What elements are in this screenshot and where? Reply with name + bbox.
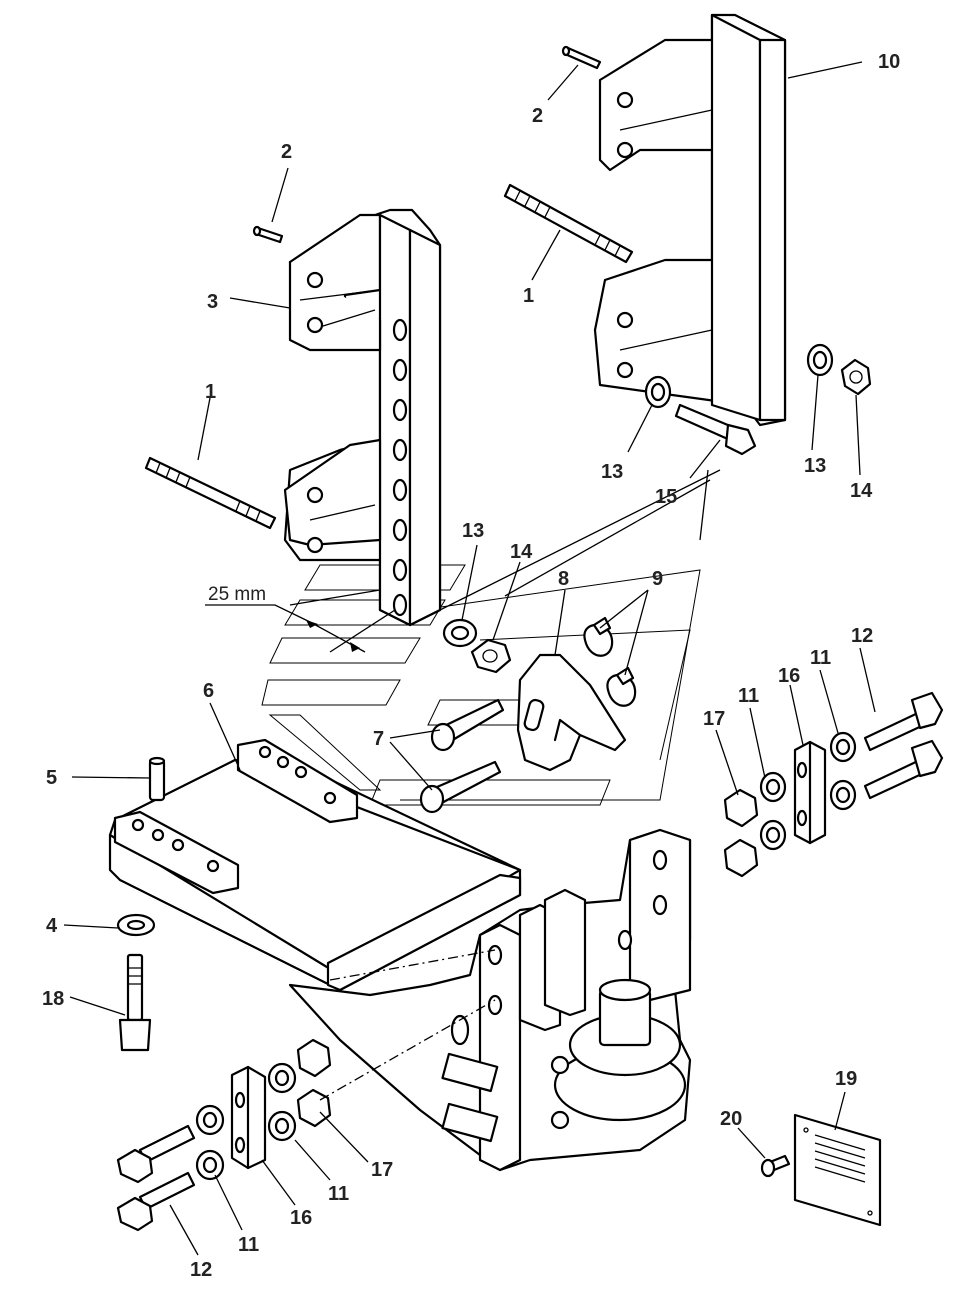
callout-9: 9 — [652, 568, 663, 590]
callout-20: 20 — [720, 1108, 742, 1130]
stud-left — [144, 456, 277, 530]
bolt-12-left-upper — [116, 1124, 196, 1184]
callout-16-left: 16 — [290, 1207, 312, 1229]
hitch-body — [288, 828, 692, 1172]
pin-7-lower — [419, 760, 502, 814]
callout-11-left-upper: 11 — [328, 1183, 349, 1205]
data-plate — [793, 1113, 882, 1227]
callout-17-right: 17 — [703, 708, 725, 730]
washer-13-right — [806, 343, 834, 377]
callout-5: 5 — [46, 767, 57, 789]
callout-18: 18 — [42, 988, 64, 1010]
callout-19: 19 — [835, 1068, 857, 1090]
washers-11-left — [195, 1062, 297, 1181]
spacer-16-left — [230, 1065, 267, 1170]
nut-14-mid — [470, 638, 512, 674]
dimension-label: 25 mm — [208, 584, 266, 605]
callout-17-left: 17 — [371, 1159, 393, 1181]
dimension-25mm: 25 mm — [205, 584, 396, 653]
bolt-upper — [674, 403, 757, 456]
callout-2-left: 2 — [281, 141, 292, 163]
callout-4: 4 — [46, 915, 58, 937]
stud-right — [503, 183, 634, 264]
callout-11-left-lower: 11 — [238, 1234, 259, 1256]
bolt-18 — [118, 953, 152, 1052]
leader-lines — [63, 61, 876, 1256]
callout-13-right: 13 — [804, 455, 826, 477]
callout-11-right-upper: 11 — [810, 647, 831, 669]
spacer-16-right — [793, 740, 827, 845]
washer-13-upper — [644, 375, 672, 409]
washer-13-mid — [442, 618, 478, 648]
bolt-12-right-upper — [863, 691, 944, 752]
callout-15: 15 — [655, 486, 677, 508]
callout-6: 6 — [203, 680, 214, 702]
callout-3: 3 — [207, 291, 218, 313]
mounting-plate — [108, 738, 522, 992]
assembly-lines — [319, 469, 721, 1101]
callout-12-right: 12 — [851, 625, 873, 647]
clip-lower — [606, 666, 637, 707]
washer-4 — [116, 913, 156, 937]
bolt-12-right-lower — [863, 739, 944, 800]
clip-upper — [583, 616, 614, 657]
hook-plate — [516, 653, 627, 772]
callout-8: 8 — [558, 568, 569, 590]
callout-16-right: 16 — [778, 665, 800, 687]
bolt-12-left-lower — [116, 1171, 196, 1232]
callout-13-mid: 13 — [462, 520, 484, 542]
callout-10: 10 — [878, 51, 900, 73]
callout-14-right: 14 — [850, 480, 873, 502]
washers-11-right — [759, 731, 857, 851]
nut-14-right — [840, 358, 872, 396]
pin-upper-left — [252, 225, 284, 244]
callout-labels: 2 3 1 2 10 1 13 15 13 14 13 14 8 9 12 11… — [42, 51, 900, 1281]
pin-upper-right — [561, 45, 602, 70]
callout-2-right: 2 — [532, 105, 543, 127]
nuts-17-left — [296, 1038, 332, 1128]
dowel-pin — [148, 756, 166, 802]
screw-20 — [760, 1154, 791, 1178]
bracket-right — [593, 13, 787, 427]
callout-13-upper: 13 — [601, 461, 623, 483]
callout-11-right-lower: 11 — [738, 685, 759, 707]
callout-7: 7 — [373, 728, 384, 750]
nuts-17-right — [723, 788, 759, 878]
callout-1-left: 1 — [205, 381, 216, 403]
bracket-left — [283, 208, 442, 627]
callout-1-right: 1 — [523, 285, 534, 307]
callout-12-left: 12 — [190, 1259, 212, 1281]
callout-14-mid: 14 — [510, 541, 533, 563]
